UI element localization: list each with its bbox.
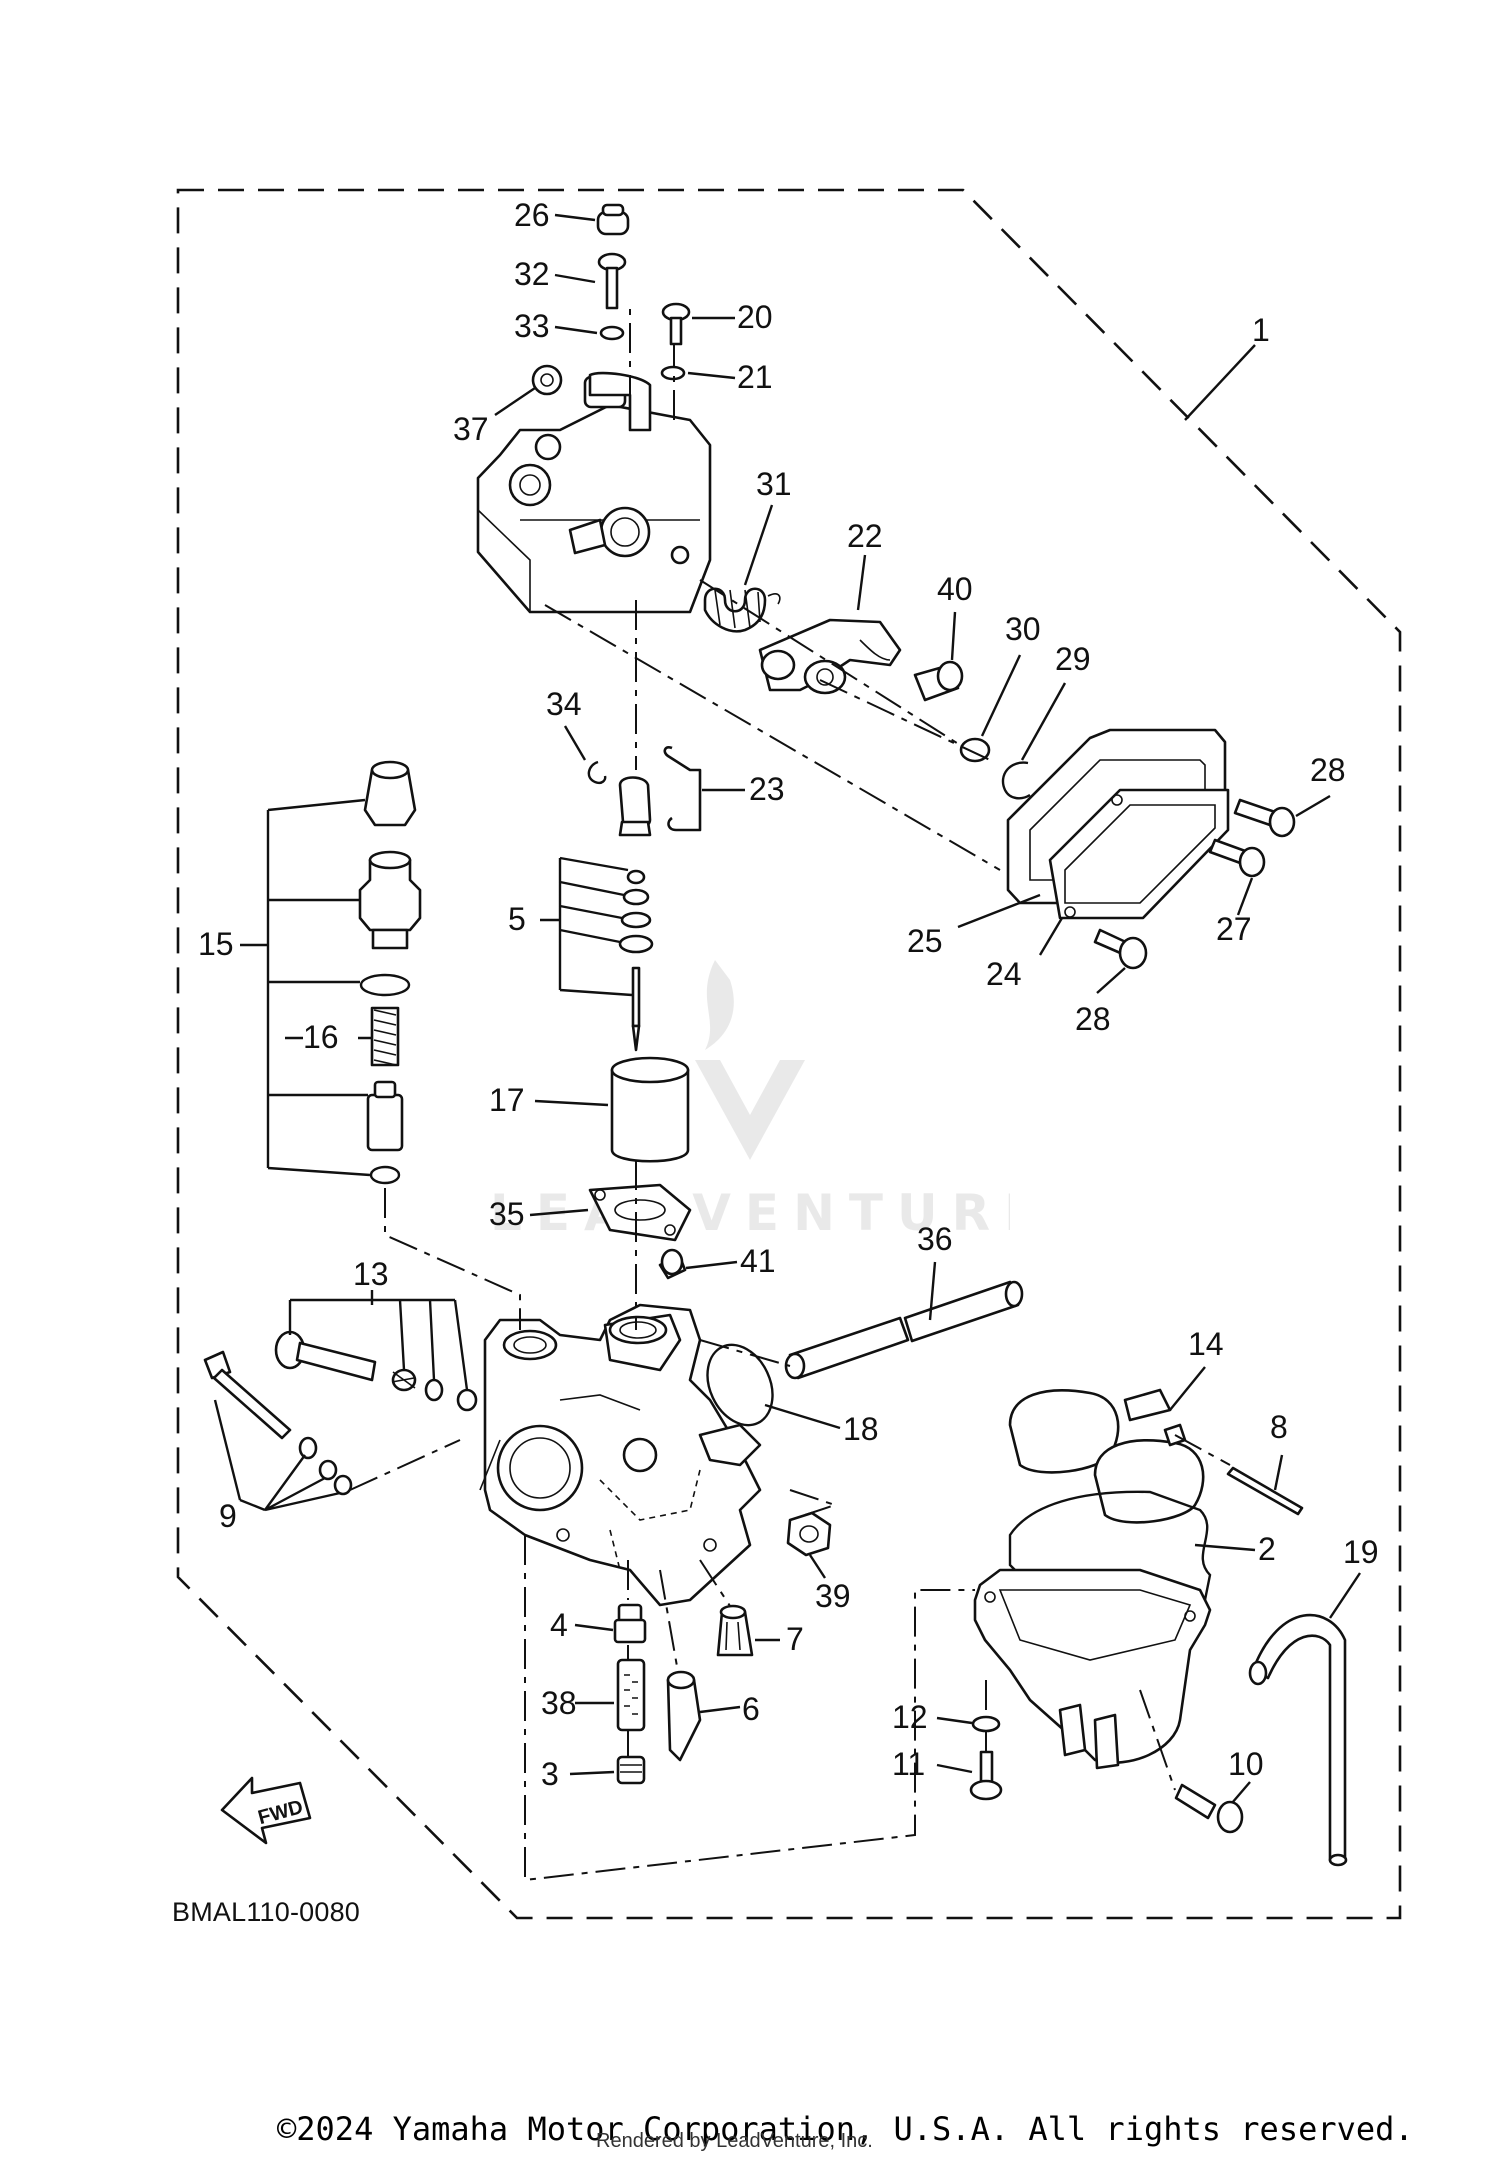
part-19-hose-end [1248, 1660, 1268, 1686]
part-24-plate [1048, 788, 1230, 920]
rendered-by-notice: Rendered by LeadVenture, Inc. [596, 2130, 873, 2152]
callout-32: 32 [514, 256, 550, 292]
part-34-clip [587, 760, 607, 785]
part-28-screw-upper [1233, 798, 1296, 838]
top-cover [476, 371, 712, 614]
callout-11: 11 [892, 1746, 925, 1782]
callout-7: 7 [786, 1621, 804, 1657]
copyright-notice: ©2024 Yamaha Motor Corporation, U.S.A. A… [277, 2110, 1414, 2148]
callout-6: 6 [742, 1691, 760, 1727]
part-5-needle-set [618, 869, 654, 1052]
part-4-jet [613, 1603, 647, 1644]
callout-25: 25 [907, 923, 943, 959]
callout-19: 19 [1343, 1534, 1379, 1570]
callout-21: 21 [737, 359, 773, 395]
part-32-screw [597, 252, 627, 310]
part-10-drain-screw [1174, 1783, 1244, 1834]
callout-38: 38 [541, 1685, 577, 1721]
part-31-spring [703, 587, 781, 633]
callout-23: 23 [749, 771, 785, 807]
part-35-gasket [588, 1183, 692, 1242]
part-16-spring [370, 1006, 400, 1067]
part-39-nut [786, 1511, 832, 1557]
fwd-arrow-icon: FWD [220, 1776, 312, 1845]
part-41-plug [658, 1248, 687, 1280]
part-11-screw [969, 1750, 1003, 1801]
callout-34: 34 [546, 686, 582, 722]
leader-lines [213, 213, 1361, 1804]
callout-28b: 28 [1075, 1001, 1111, 1037]
part-12-washer [971, 1715, 1001, 1733]
part-38-emulsion-tube [616, 1658, 646, 1732]
callout-41: 41 [740, 1243, 776, 1279]
callout-39: 39 [815, 1578, 851, 1614]
callout-29: 29 [1055, 641, 1091, 677]
part-13-pilot-screw-set [274, 1330, 478, 1412]
callout-16: 16 [303, 1019, 339, 1055]
carburetor-body [479, 1303, 762, 1607]
callout-30: 30 [1005, 611, 1041, 647]
callout-4: 4 [550, 1607, 568, 1643]
part-28-screw-lower [1093, 928, 1148, 970]
part-7-jet [716, 1604, 754, 1657]
part-3-main-jet [616, 1755, 646, 1785]
callout-35: 35 [489, 1196, 525, 1232]
callout-14: 14 [1188, 1326, 1224, 1362]
part-19-drain-hose [1251, 1613, 1347, 1862]
diagram-code: BMAL110-0080 [172, 1897, 361, 1927]
part-19-hose-end-lower [1328, 1853, 1348, 1867]
part-17-slide [610, 1056, 690, 1163]
part-20-screw [661, 302, 691, 346]
callout-20: 20 [737, 299, 773, 335]
part-40-screw [913, 660, 964, 702]
callout-26: 26 [514, 197, 550, 233]
callout-28a: 28 [1310, 752, 1346, 788]
part-9-idle-screw-set [203, 1350, 353, 1496]
callout-33: 33 [514, 308, 550, 344]
callout-36: 36 [917, 1221, 953, 1257]
part-29-circlip [1001, 761, 1031, 800]
callout-22: 22 [847, 518, 883, 554]
part-37-nut [531, 364, 563, 396]
part-22-lever [758, 618, 902, 695]
callout-40: 40 [937, 571, 973, 607]
callout-24: 24 [986, 956, 1022, 992]
callout-8: 8 [1270, 1409, 1288, 1445]
callout-9: 9 [219, 1498, 237, 1534]
callout-37: 37 [453, 411, 489, 447]
callout-31: 31 [756, 466, 792, 502]
callout-3: 3 [541, 1756, 559, 1792]
part-23-link [663, 746, 702, 832]
callout-1: 1 [1252, 312, 1270, 348]
part-8-pin [1226, 1466, 1304, 1516]
part-36-hose [784, 1280, 1024, 1380]
callout-18: 18 [843, 1411, 879, 1447]
needle-holder [618, 776, 652, 837]
callout-2: 2 [1258, 1531, 1276, 1567]
part-2-float-gasket [1008, 1490, 1212, 1627]
float-bowl [973, 1568, 1212, 1770]
callout-13: 13 [353, 1256, 389, 1292]
part-15-jet [366, 1080, 404, 1185]
callout-15: 15 [198, 926, 234, 962]
part-33-washer [599, 325, 625, 341]
part-26-cap [596, 203, 630, 236]
callout-labels: 1 2 3 4 5 6 7 8 9 10 11 12 13 14 15 16 1… [198, 197, 1379, 1792]
part-27-screw [1208, 838, 1266, 878]
callout-5: 5 [508, 901, 526, 937]
callout-27: 27 [1216, 911, 1252, 947]
center-lines [349, 305, 1231, 1882]
part-14-float [1008, 1388, 1205, 1524]
callout-10: 10 [1228, 1746, 1264, 1782]
part-6-starter-jet [666, 1670, 702, 1762]
part-15-jet-assembly [358, 760, 422, 997]
callout-12: 12 [892, 1699, 928, 1735]
callout-17: 17 [489, 1082, 525, 1118]
assembly-boundary [176, 188, 1402, 1920]
